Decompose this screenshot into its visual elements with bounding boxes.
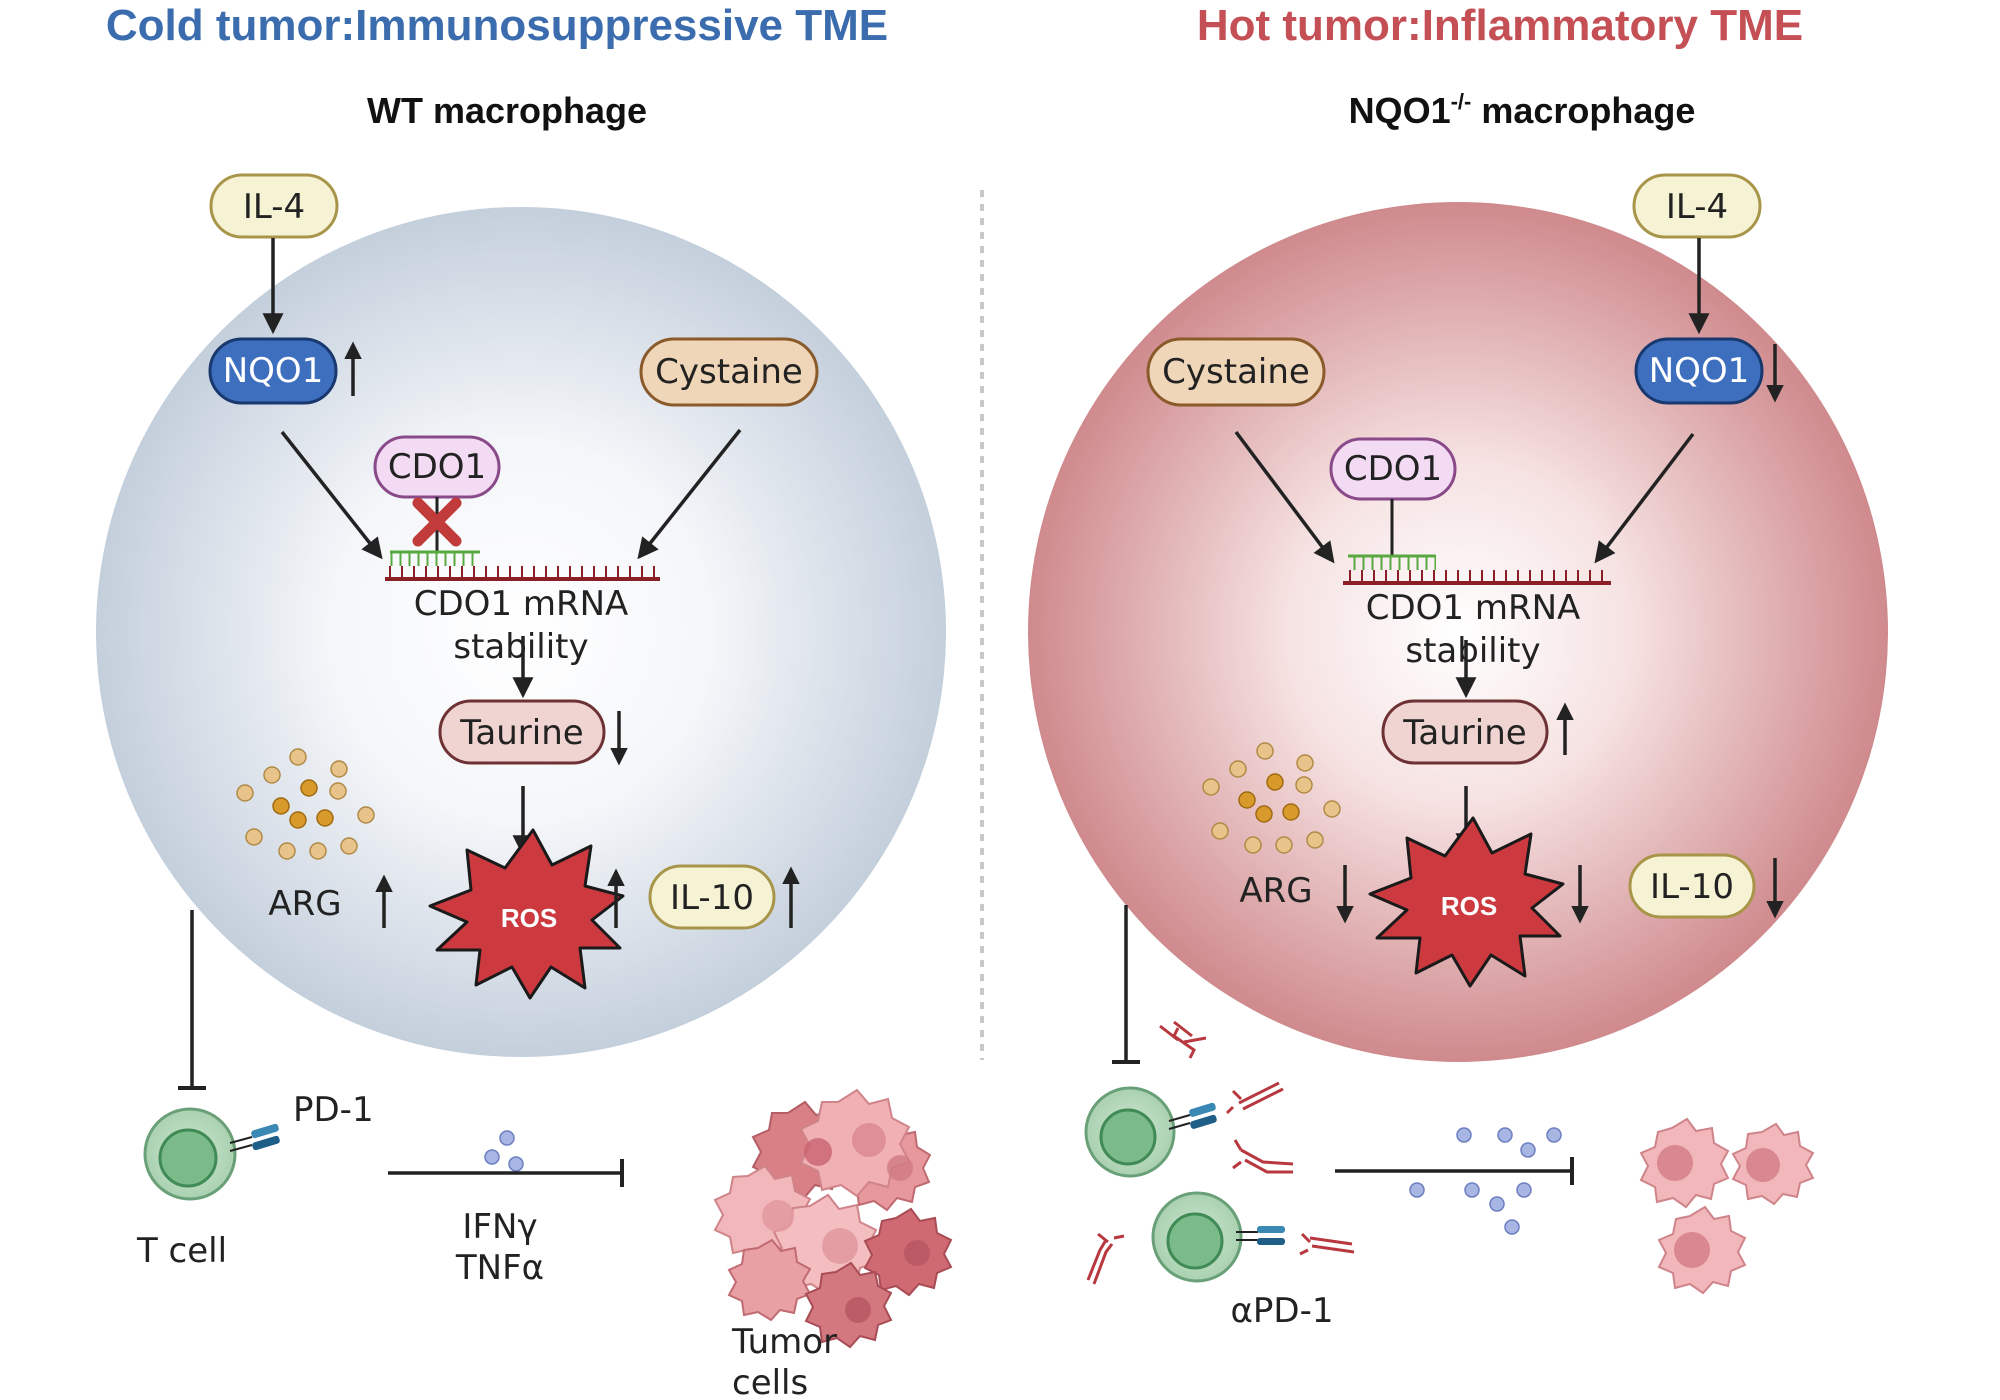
arrow-nqo1-to-mrna-right <box>1594 432 1695 564</box>
svg-text:Taurine: Taurine <box>1402 713 1526 753</box>
svg-text:NQO1: NQO1 <box>223 351 324 391</box>
antibody-icon <box>1299 1232 1355 1256</box>
il10-pill-right: IL-10 <box>1628 853 1756 919</box>
tumor-label-line1: Tumor <box>731 1322 837 1362</box>
svg-text:ROS: ROS <box>1441 891 1497 921</box>
t-cell-label: T cell <box>136 1231 227 1271</box>
cdo1-mrna-strand-left <box>385 550 660 581</box>
svg-text:CDO1: CDO1 <box>388 447 486 487</box>
arg-label-left: ARG <box>268 884 341 924</box>
nqo1-pill-right: NQO1 <box>1634 337 1764 405</box>
cdo1-pill-right: CDO1 <box>1329 437 1457 501</box>
svg-text:Cystaine: Cystaine <box>655 352 803 392</box>
svg-text:NQO1: NQO1 <box>1649 351 1750 391</box>
pd1-label: PD-1 <box>293 1090 374 1130</box>
right-subtitle: NQO1-/- macrophage <box>1349 89 1696 131</box>
left-title: Cold tumor:Immunosuppressive TME <box>106 1 888 50</box>
tumor-cell-right-3 <box>1657 1205 1747 1295</box>
left-subtitle: WT macrophage <box>367 90 647 131</box>
arg-label-right: ARG <box>1239 871 1312 911</box>
il4-pill-left: IL-4 <box>209 173 339 239</box>
il4-pill-right: IL-4 <box>1632 173 1762 239</box>
nqo1-pill-left: NQO1 <box>208 337 338 405</box>
svg-text:Taurine: Taurine <box>459 713 583 753</box>
svg-text:IL-4: IL-4 <box>1666 187 1728 227</box>
arrow-cystaine-to-mrna-left <box>637 428 742 560</box>
inhibit-line-to-tumor-right <box>1335 1157 1574 1185</box>
t-cell-left <box>143 1107 280 1201</box>
arg-granules-left <box>236 748 375 860</box>
inhibit-line-to-tumor-left <box>388 1159 624 1187</box>
ros-burst-left: ROS <box>428 828 625 1000</box>
mrna-label-line1-right: CDO1 mRNA <box>1366 588 1581 628</box>
antibody-icon <box>1225 1081 1284 1115</box>
t-cell-right-1 <box>1084 1086 1217 1178</box>
il10-pill-left: IL-10 <box>648 864 776 930</box>
svg-text:ROS: ROS <box>501 903 557 933</box>
arrow-cystaine-to-mrna-right <box>1234 430 1335 564</box>
arrow-nqo1-to-mrna-left <box>280 430 383 560</box>
cytokine-label-1: IFNγ <box>462 1207 537 1247</box>
wt-macrophage-cell <box>96 207 946 1057</box>
mrna-label-line2-right: stability <box>1405 631 1540 671</box>
nqo1-ko-macrophage-cell <box>1028 202 1888 1062</box>
tumor-cell-cluster <box>713 1088 953 1349</box>
apd1-label: αPD-1 <box>1231 1291 1334 1331</box>
cdo1-mrna-strand-right <box>1343 554 1611 585</box>
svg-text:IL-10: IL-10 <box>1650 867 1734 907</box>
ros-burst-right: ROS <box>1368 816 1565 988</box>
blocked-x-icon <box>412 497 462 547</box>
svg-text:IL-10: IL-10 <box>670 878 754 918</box>
mrna-label-line2-left: stability <box>453 627 588 667</box>
tumor-cell-right-1 <box>1639 1117 1730 1209</box>
antibody-icon <box>1159 1020 1207 1059</box>
cystaine-pill-right: Cystaine <box>1146 337 1326 407</box>
svg-text:CDO1: CDO1 <box>1344 449 1442 489</box>
cytokine-dots-right <box>1409 1127 1562 1235</box>
mrna-label-line1-left: CDO1 mRNA <box>414 584 629 624</box>
right-title: Hot tumor:Inflammatory TME <box>1197 1 1803 50</box>
svg-text:IL-4: IL-4 <box>243 187 305 227</box>
antibody-icon <box>1232 1139 1294 1174</box>
svg-text:Cystaine: Cystaine <box>1162 352 1310 392</box>
tumor-cell-right-2 <box>1731 1122 1815 1206</box>
cytokine-label-2: TNFα <box>455 1248 544 1288</box>
taurine-pill-left: Taurine <box>438 699 606 765</box>
inhibit-line-to-tcell <box>178 910 206 1090</box>
antibody-icon <box>1086 1232 1125 1285</box>
cystaine-pill-left: Cystaine <box>639 337 819 407</box>
inhibit-line-to-tcell-right <box>1112 905 1140 1064</box>
t-cell-right-2 <box>1151 1191 1285 1283</box>
taurine-pill-right: Taurine <box>1381 699 1549 765</box>
tumor-label-line2: cells <box>732 1363 808 1400</box>
cytokine-dots-left <box>484 1130 524 1172</box>
arg-granules-right <box>1202 742 1341 854</box>
cdo1-pill-left: CDO1 <box>373 435 501 499</box>
